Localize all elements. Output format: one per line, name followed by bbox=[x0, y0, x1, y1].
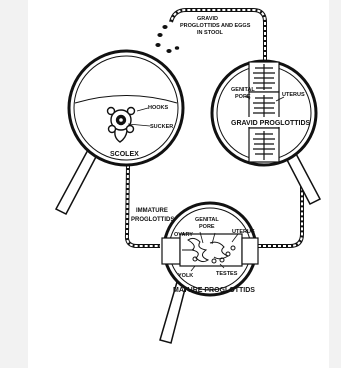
sucker-label: SUCKER bbox=[150, 124, 173, 130]
scolex-label: SCOLEX bbox=[110, 151, 139, 158]
immature-label-1: IMMATURE bbox=[136, 208, 168, 214]
gravid-stool-label-1: GRAVID bbox=[197, 16, 218, 22]
yolk-label: YOLK bbox=[178, 273, 193, 279]
gravid-stool-label-2: PROGLOTTIDS AND EGGS bbox=[180, 23, 251, 29]
hooks-label: HOOKS bbox=[148, 105, 169, 111]
gravid-proglottids-label: GRAVID PROGLOTTIDS bbox=[231, 120, 311, 127]
mature-proglottid-segments bbox=[162, 234, 258, 266]
testes-label: TESTES bbox=[216, 271, 238, 277]
genital-pore-bottom-label-2: PORE bbox=[199, 224, 215, 230]
eggs-in-stool bbox=[155, 25, 179, 53]
genital-pore-bottom-label-1: GENITAL bbox=[195, 217, 219, 223]
genital-pore-top-label-2: PORE bbox=[235, 94, 251, 100]
uterus-bottom-label: UTERUS bbox=[232, 229, 255, 235]
genital-pore-top-label-1: GENITAL bbox=[231, 87, 255, 93]
uterus-top-label: UTERUS bbox=[282, 92, 305, 98]
ovary-label: OVARY bbox=[174, 232, 193, 238]
mature-proglottids-label: MATURE PROGLOTTIDS bbox=[173, 287, 255, 294]
gravid-stool-label-3: IN STOOL bbox=[197, 30, 224, 36]
immature-label-2: PROGLOTTIDS bbox=[131, 217, 174, 223]
